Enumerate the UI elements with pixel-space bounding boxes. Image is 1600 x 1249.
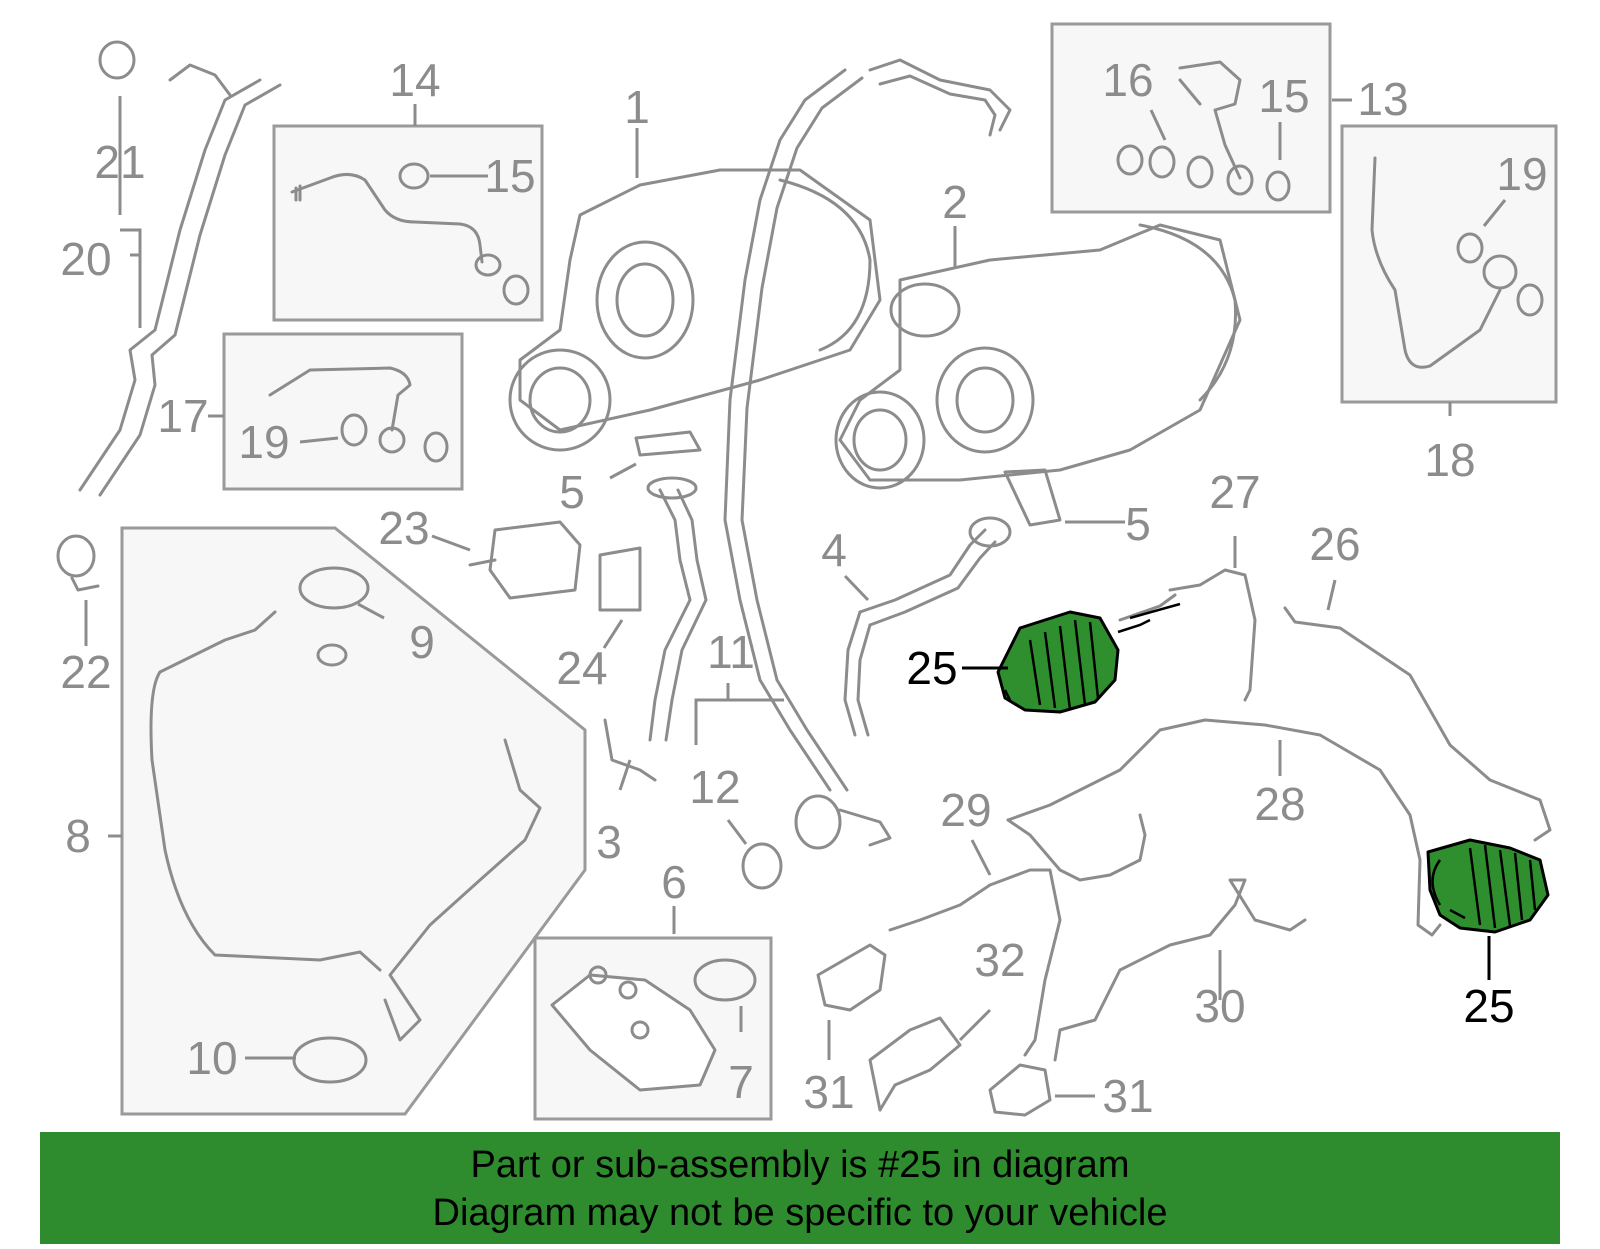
callout-7: 7 [728, 1056, 754, 1108]
callout-5-right: 5 [1125, 498, 1151, 550]
callout-6: 6 [661, 856, 687, 908]
turbocharger-1 [508, 168, 882, 452]
callout-13: 13 [1357, 73, 1408, 125]
callout-3: 3 [596, 816, 622, 868]
callout-10: 10 [186, 1032, 237, 1084]
callout-2: 2 [942, 176, 968, 228]
callout-9: 9 [409, 616, 435, 668]
part-25-filter-upper[interactable] [996, 602, 1181, 714]
callout-25-lower: 25 [1463, 980, 1514, 1032]
part-6-box [533, 936, 773, 1121]
callout-27: 27 [1209, 466, 1260, 518]
callout-31-left: 31 [803, 1066, 854, 1118]
callout-15-right: 15 [1258, 70, 1309, 122]
actuator-23 [468, 520, 582, 600]
callout-25-upper: 25 [906, 642, 957, 694]
callout-24: 24 [556, 642, 607, 694]
callout-23: 23 [378, 502, 429, 554]
callout-19-left: 19 [238, 416, 289, 468]
hose-20 [78, 40, 282, 497]
callouts: 1 2 3 4 5 5 6 7 8 9 10 11 12 13 14 15 15… [60, 54, 1547, 1122]
callout-21: 21 [94, 136, 145, 188]
leaders [84, 96, 1507, 1098]
callout-15-left: 15 [484, 150, 535, 202]
callout-17: 17 [157, 390, 208, 442]
callout-30: 30 [1194, 980, 1245, 1032]
callout-31-right: 31 [1102, 1070, 1153, 1122]
info-banner: Part or sub-assembly is #25 in diagram D… [40, 1132, 1560, 1244]
hose-26 [1283, 606, 1552, 842]
callout-1: 1 [624, 81, 650, 133]
callout-14: 14 [389, 54, 440, 106]
callout-32: 32 [974, 934, 1025, 986]
callout-18: 18 [1424, 434, 1475, 486]
callout-4: 4 [821, 524, 847, 576]
clamp-22 [56, 534, 100, 592]
pipe-3 [603, 476, 708, 782]
part-17-box [222, 332, 464, 491]
hose-29 [888, 868, 1062, 1057]
part-25-filter-lower[interactable] [1426, 838, 1550, 934]
gasket-5-right [1003, 468, 1062, 527]
callout-16: 16 [1102, 54, 1153, 106]
callout-11: 11 [707, 626, 755, 678]
valve-31-right [988, 1063, 1052, 1117]
callout-12: 12 [689, 761, 740, 813]
callout-28: 28 [1254, 778, 1305, 830]
callout-22: 22 [60, 646, 111, 698]
hose-27 [1118, 568, 1257, 702]
bracket-24 [598, 546, 642, 612]
part-13-box [1050, 22, 1332, 214]
bracket-32 [868, 1016, 962, 1112]
pipe-11 [723, 58, 1012, 850]
part-8-box [120, 526, 587, 1116]
hose-28 [1006, 718, 1442, 937]
oring-12 [741, 842, 783, 890]
banner-line-2: Diagram may not be specific to your vehi… [432, 1192, 1168, 1234]
callout-8: 8 [65, 810, 91, 862]
callout-26: 26 [1309, 518, 1360, 570]
pipe-4 [843, 516, 1012, 737]
callout-20: 20 [60, 233, 111, 285]
turbocharger-2 [834, 223, 1242, 490]
callout-5-top: 5 [559, 466, 585, 518]
part-14-box [272, 124, 544, 322]
callout-29: 29 [940, 784, 991, 836]
valve-31-left [816, 943, 887, 1012]
callout-19-right: 19 [1496, 148, 1547, 200]
banner-line-1: Part or sub-assembly is #25 in diagram [470, 1144, 1130, 1186]
gasket-5-top [634, 430, 702, 457]
hose-30 [1053, 878, 1307, 1062]
